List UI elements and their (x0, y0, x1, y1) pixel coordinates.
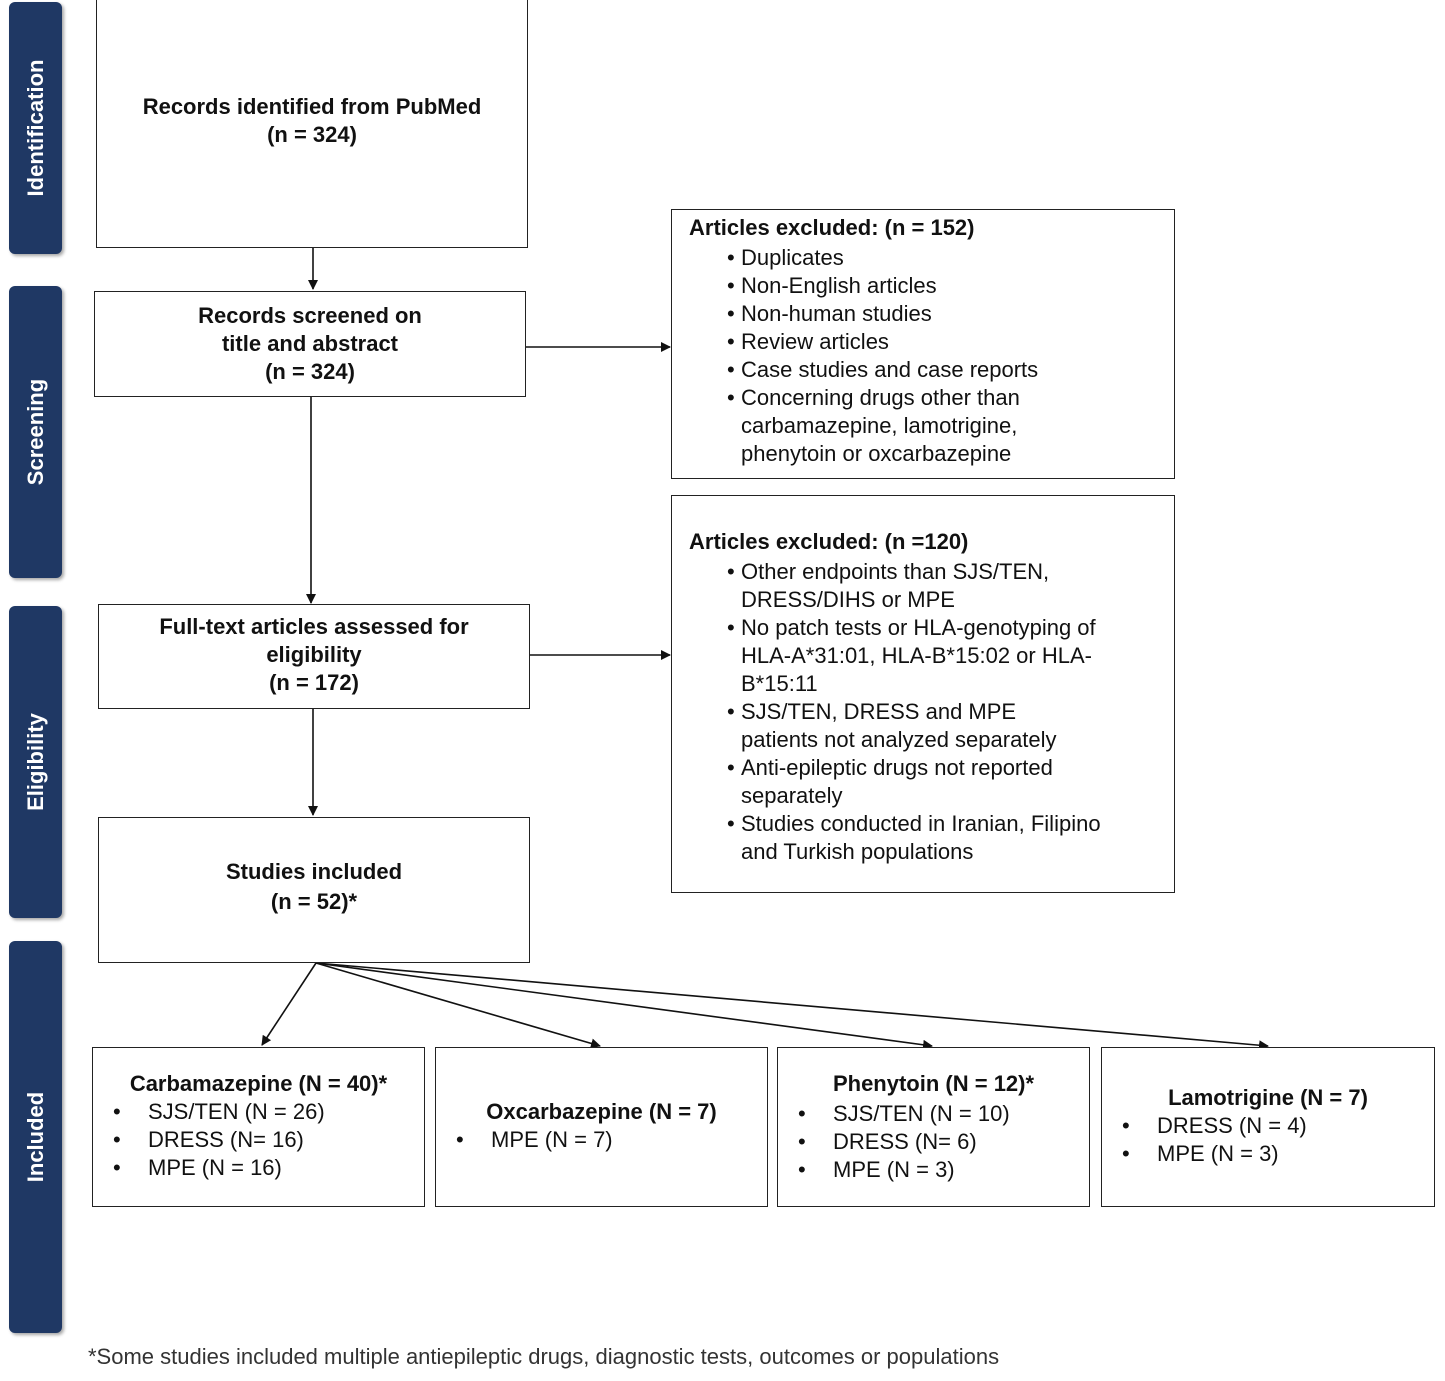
phase-bar-included: Included (9, 941, 62, 1333)
fulltext-assessed-box: Full-text articles assessed for eligibil… (98, 604, 530, 709)
carbamazepine-item: DRESS (N= 16) (93, 1126, 325, 1154)
excluded-screening-item: Review articles (727, 328, 1038, 356)
fulltext-count: (n = 172) (269, 670, 359, 695)
phenytoin-item: MPE (N = 3) (778, 1156, 1010, 1184)
studies-included-count: (n = 52)* (270, 889, 358, 914)
oxcarbazepine-title: Oxcarbazepine (N = 7) (486, 1099, 717, 1124)
fulltext-line2: eligibility (266, 642, 362, 667)
phase-bar-identification: Identification (9, 2, 62, 254)
carbamazepine-box: Carbamazepine (N = 40)* SJS/TEN (N = 26)… (92, 1047, 425, 1207)
records-screened-box: Records screened on title and abstract (… (94, 291, 526, 397)
excluded-eligibility-item: Anti-epileptic drugs not reportedseparat… (727, 754, 1167, 810)
lamotrigine-list: DRESS (N = 4) MPE (N = 3) (1102, 1112, 1307, 1168)
phenytoin-list: SJS/TEN (N = 10) DRESS (N= 6) MPE (N = 3… (778, 1100, 1010, 1184)
footnote: *Some studies included multiple antiepil… (88, 1344, 1000, 1369)
excluded-screening-item: Concerning drugs other thancarbamazepine… (727, 384, 1038, 468)
carbamazepine-title: Carbamazepine (N = 40)* (129, 1071, 388, 1096)
oxcarbazepine-list: MPE (N = 7) (436, 1126, 613, 1154)
fulltext-line1: Full-text articles assessed for (159, 614, 469, 639)
excluded-screening-item: Non-human studies (727, 300, 1038, 328)
excluded-screening-item: Case studies and case reports (727, 356, 1038, 384)
excluded-screening-item: Duplicates (727, 244, 1038, 272)
phenytoin-box: Phenytoin (N = 12)* SJS/TEN (N = 10) DRE… (777, 1047, 1090, 1207)
oxcarbazepine-item: MPE (N = 7) (436, 1126, 613, 1154)
excluded-eligibility-item: Other endpoints than SJS/TEN,DRESS/DIHS … (727, 558, 1167, 614)
phenytoin-title: Phenytoin (N = 12)* (832, 1071, 1035, 1096)
arrow-included-to-oxcarbazepine (315, 962, 601, 1049)
carbamazepine-item: MPE (N = 16) (93, 1154, 325, 1182)
carbamazepine-item: SJS/TEN (N = 26) (93, 1098, 325, 1126)
carbamazepine-list: SJS/TEN (N = 26) DRESS (N= 16) MPE (N = … (93, 1098, 325, 1182)
arrow-included-to-carbamazepine (261, 962, 317, 1046)
records-identified-count: (n = 324) (267, 122, 357, 147)
studies-included-line1: Studies included (225, 859, 403, 884)
excluded-screening-list: Duplicates Non-English articles Non-huma… (727, 244, 1038, 468)
excluded-eligibility-title: Articles excluded: (n =120) (689, 529, 969, 554)
records-identified-line1: Records identified from PubMed (142, 94, 482, 119)
phenytoin-item: SJS/TEN (N = 10) (778, 1100, 1010, 1128)
records-identified-box: Records identified from PubMed (n = 324) (96, 0, 528, 248)
excluded-eligibility-item: Studies conducted in Iranian, Filipinoan… (727, 810, 1167, 866)
excluded-screening-title: Articles excluded: (n = 152) (689, 215, 975, 240)
oxcarbazepine-box: Oxcarbazepine (N = 7) MPE (N = 7) (435, 1047, 768, 1207)
lamotrigine-item: DRESS (N = 4) (1102, 1112, 1307, 1140)
excluded-screening-item: Non-English articles (727, 272, 1038, 300)
phase-bar-screening: Screening (9, 286, 62, 578)
excluded-screening-box: Articles excluded: (n = 152) Duplicates … (671, 209, 1175, 479)
records-screened-line2: title and abstract (221, 331, 399, 356)
lamotrigine-box: Lamotrigine (N = 7) DRESS (N = 4) MPE (N… (1101, 1047, 1435, 1207)
excluded-eligibility-list: Other endpoints than SJS/TEN,DRESS/DIHS … (727, 558, 1167, 866)
arrow-included-to-lamotrigine (315, 962, 1269, 1051)
phenytoin-item: DRESS (N= 6) (778, 1128, 1010, 1156)
excluded-eligibility-box: Articles excluded: (n =120) Other endpoi… (671, 495, 1175, 893)
excluded-eligibility-item: No patch tests or HLA-genotyping ofHLA-A… (727, 614, 1167, 698)
studies-included-box: Studies included (n = 52)* (98, 817, 530, 963)
lamotrigine-title: Lamotrigine (N = 7) (1168, 1085, 1368, 1110)
records-screened-count: (n = 324) (265, 359, 355, 384)
records-screened-line1: Records screened on (198, 303, 422, 328)
arrow-included-to-phenytoin (315, 962, 933, 1050)
phase-bar-eligibility: Eligibility (9, 606, 62, 918)
lamotrigine-item: MPE (N = 3) (1102, 1140, 1307, 1168)
